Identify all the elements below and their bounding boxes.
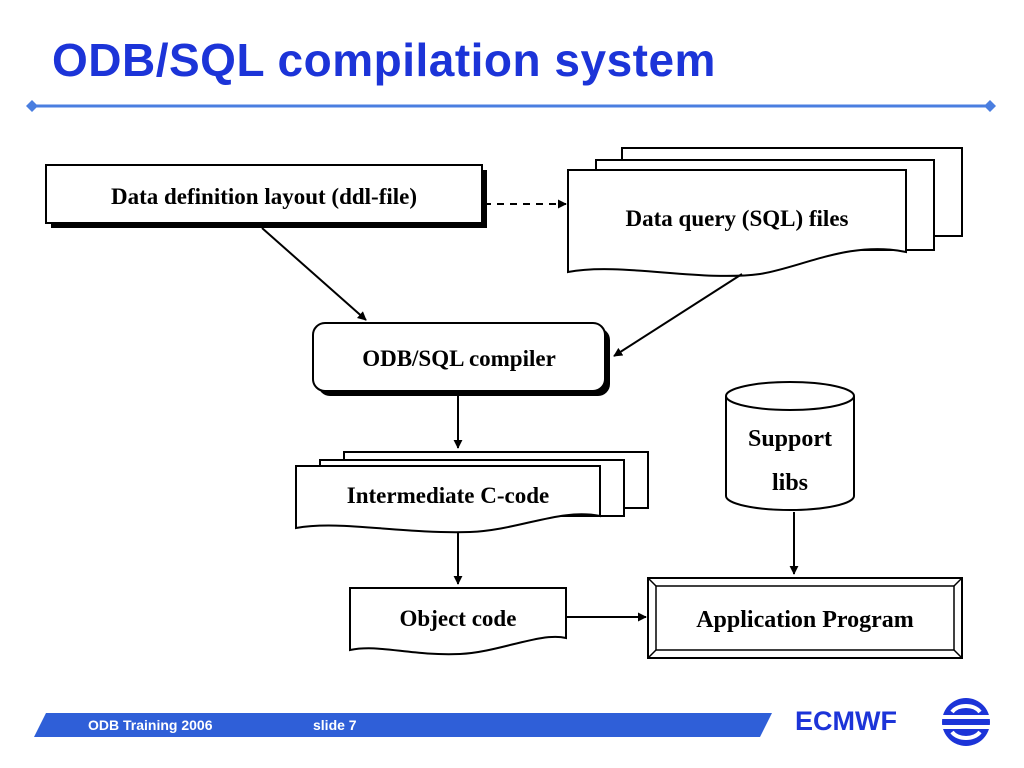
ddl-file-box: Data definition layout (ddl-file) — [45, 164, 487, 228]
support-libs-cylinder: Support libs — [725, 381, 855, 511]
slide-title: ODB/SQL compilation system — [52, 34, 716, 86]
ecmwf-logo: ECMWF — [795, 698, 990, 746]
logo-text: ECMWF — [795, 706, 897, 736]
sql-to-compiler-arrow — [613, 273, 743, 357]
compiler-label: ODB/SQL compiler — [362, 346, 556, 371]
sql-files-label: Data query (SQL) files — [626, 206, 849, 231]
ddl-file-label: Data definition layout (ddl-file) — [111, 184, 417, 209]
title-rule — [26, 100, 996, 112]
support-libs-line1: Support — [748, 426, 832, 452]
ecmwf-emblem-icon — [942, 698, 990, 746]
intermediate-label: Intermediate C-code — [347, 483, 549, 508]
object-code-label: Object code — [400, 606, 517, 631]
intermediate-stack: Intermediate C-code — [295, 451, 649, 534]
ddl-to-compiler-arrow — [261, 227, 367, 321]
footer-slide-number: slide 7 — [313, 717, 357, 733]
application-box: Application Program — [647, 577, 963, 659]
compiler-box: ODB/SQL compiler — [312, 322, 610, 396]
footer-band: ODB Training 2006 slide 7 — [34, 713, 772, 737]
footer-course: ODB Training 2006 — [88, 717, 213, 733]
sql-files-stack: Data query (SQL) files — [567, 147, 963, 277]
application-label: Application Program — [696, 607, 914, 633]
support-libs-line2: libs — [772, 470, 808, 496]
object-code-doc: Object code — [349, 587, 567, 656]
